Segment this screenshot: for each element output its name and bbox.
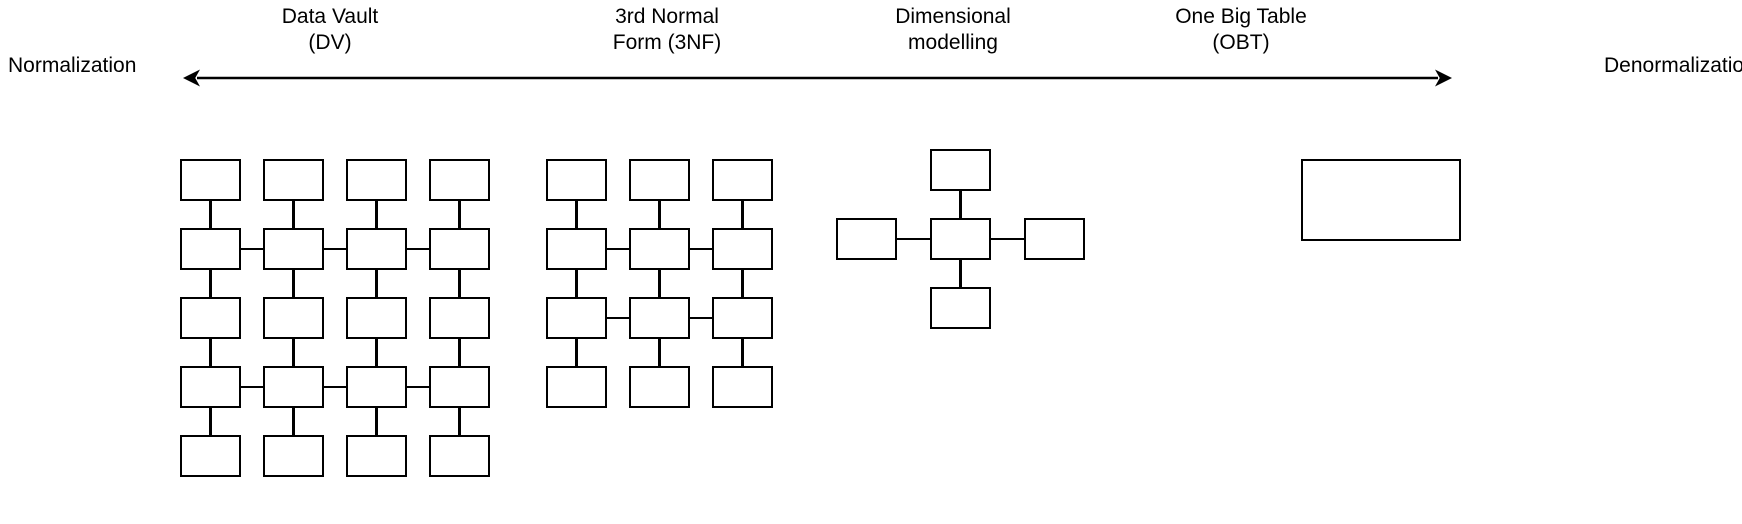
table-node — [629, 228, 690, 270]
connector-horizontal — [607, 316, 629, 320]
table-node — [180, 435, 241, 477]
connector-vertical — [458, 201, 461, 228]
connector-vertical — [209, 270, 212, 297]
connector-vertical — [292, 270, 295, 297]
dimension-node — [836, 218, 897, 260]
stage-label-one-big-table: One Big Table (OBT) — [1175, 5, 1307, 54]
connector-vertical — [375, 270, 378, 297]
connector-vertical — [741, 201, 744, 228]
table-node — [346, 228, 407, 270]
connector-vertical — [658, 270, 661, 297]
one-big-table-node — [1301, 159, 1461, 241]
connector-vertical — [458, 408, 461, 435]
table-node — [263, 159, 324, 201]
connector-vertical — [209, 408, 212, 435]
connector-vertical — [375, 201, 378, 228]
connector-vertical — [575, 339, 578, 366]
table-node — [346, 366, 407, 408]
stage-label-data-vault: Data Vault (DV) — [281, 5, 379, 54]
connector-vertical — [741, 339, 744, 366]
connector-horizontal — [324, 247, 346, 251]
connector-horizontal — [690, 247, 712, 251]
table-node — [546, 366, 607, 408]
connector-horizontal — [241, 385, 263, 389]
table-node — [429, 366, 490, 408]
table-node — [629, 159, 690, 201]
connector-vertical — [375, 339, 378, 366]
table-node — [263, 228, 324, 270]
connector-vertical — [458, 270, 461, 297]
connector-vertical — [959, 260, 962, 287]
connector-vertical — [959, 191, 962, 218]
connector-vertical — [458, 339, 461, 366]
connector-horizontal — [324, 385, 346, 389]
connector-vertical — [292, 408, 295, 435]
axis-label-normalization: Normalization — [8, 54, 137, 77]
dimension-node — [930, 149, 991, 191]
connector-horizontal — [407, 385, 429, 389]
connector-vertical — [292, 339, 295, 366]
table-node — [712, 159, 773, 201]
axis-label-denormalization: Denormalization — [1604, 54, 1742, 77]
connector-horizontal — [991, 237, 1024, 241]
table-node — [429, 159, 490, 201]
connector-horizontal — [407, 247, 429, 251]
connector-horizontal — [897, 237, 930, 241]
table-node — [346, 159, 407, 201]
connector-vertical — [575, 270, 578, 297]
table-node — [712, 228, 773, 270]
table-node — [263, 435, 324, 477]
table-node — [712, 297, 773, 339]
connector-vertical — [741, 270, 744, 297]
stage-label-dimensional-modelling: Dimensional modelling — [895, 5, 1011, 54]
table-node — [263, 297, 324, 339]
connector-horizontal — [690, 316, 712, 320]
table-node — [429, 228, 490, 270]
connector-vertical — [658, 339, 661, 366]
fact-node — [930, 218, 991, 260]
table-node — [180, 297, 241, 339]
table-node — [180, 366, 241, 408]
table-node — [546, 297, 607, 339]
table-node — [546, 228, 607, 270]
table-node — [180, 228, 241, 270]
table-node — [629, 366, 690, 408]
table-node — [712, 366, 773, 408]
dimension-node — [930, 287, 991, 329]
connector-horizontal — [241, 247, 263, 251]
table-node — [346, 297, 407, 339]
table-node — [629, 297, 690, 339]
table-node — [346, 435, 407, 477]
stage-label-third-normal-form: 3rd Normal Form (3NF) — [612, 5, 722, 54]
connector-vertical — [209, 339, 212, 366]
table-node — [429, 297, 490, 339]
table-node — [429, 435, 490, 477]
dimension-node — [1024, 218, 1085, 260]
connector-vertical — [209, 201, 212, 228]
table-node — [263, 366, 324, 408]
connector-vertical — [292, 201, 295, 228]
table-node — [180, 159, 241, 201]
connector-vertical — [658, 201, 661, 228]
connector-vertical — [375, 408, 378, 435]
connector-horizontal — [607, 247, 629, 251]
connector-vertical — [575, 201, 578, 228]
table-node — [546, 159, 607, 201]
